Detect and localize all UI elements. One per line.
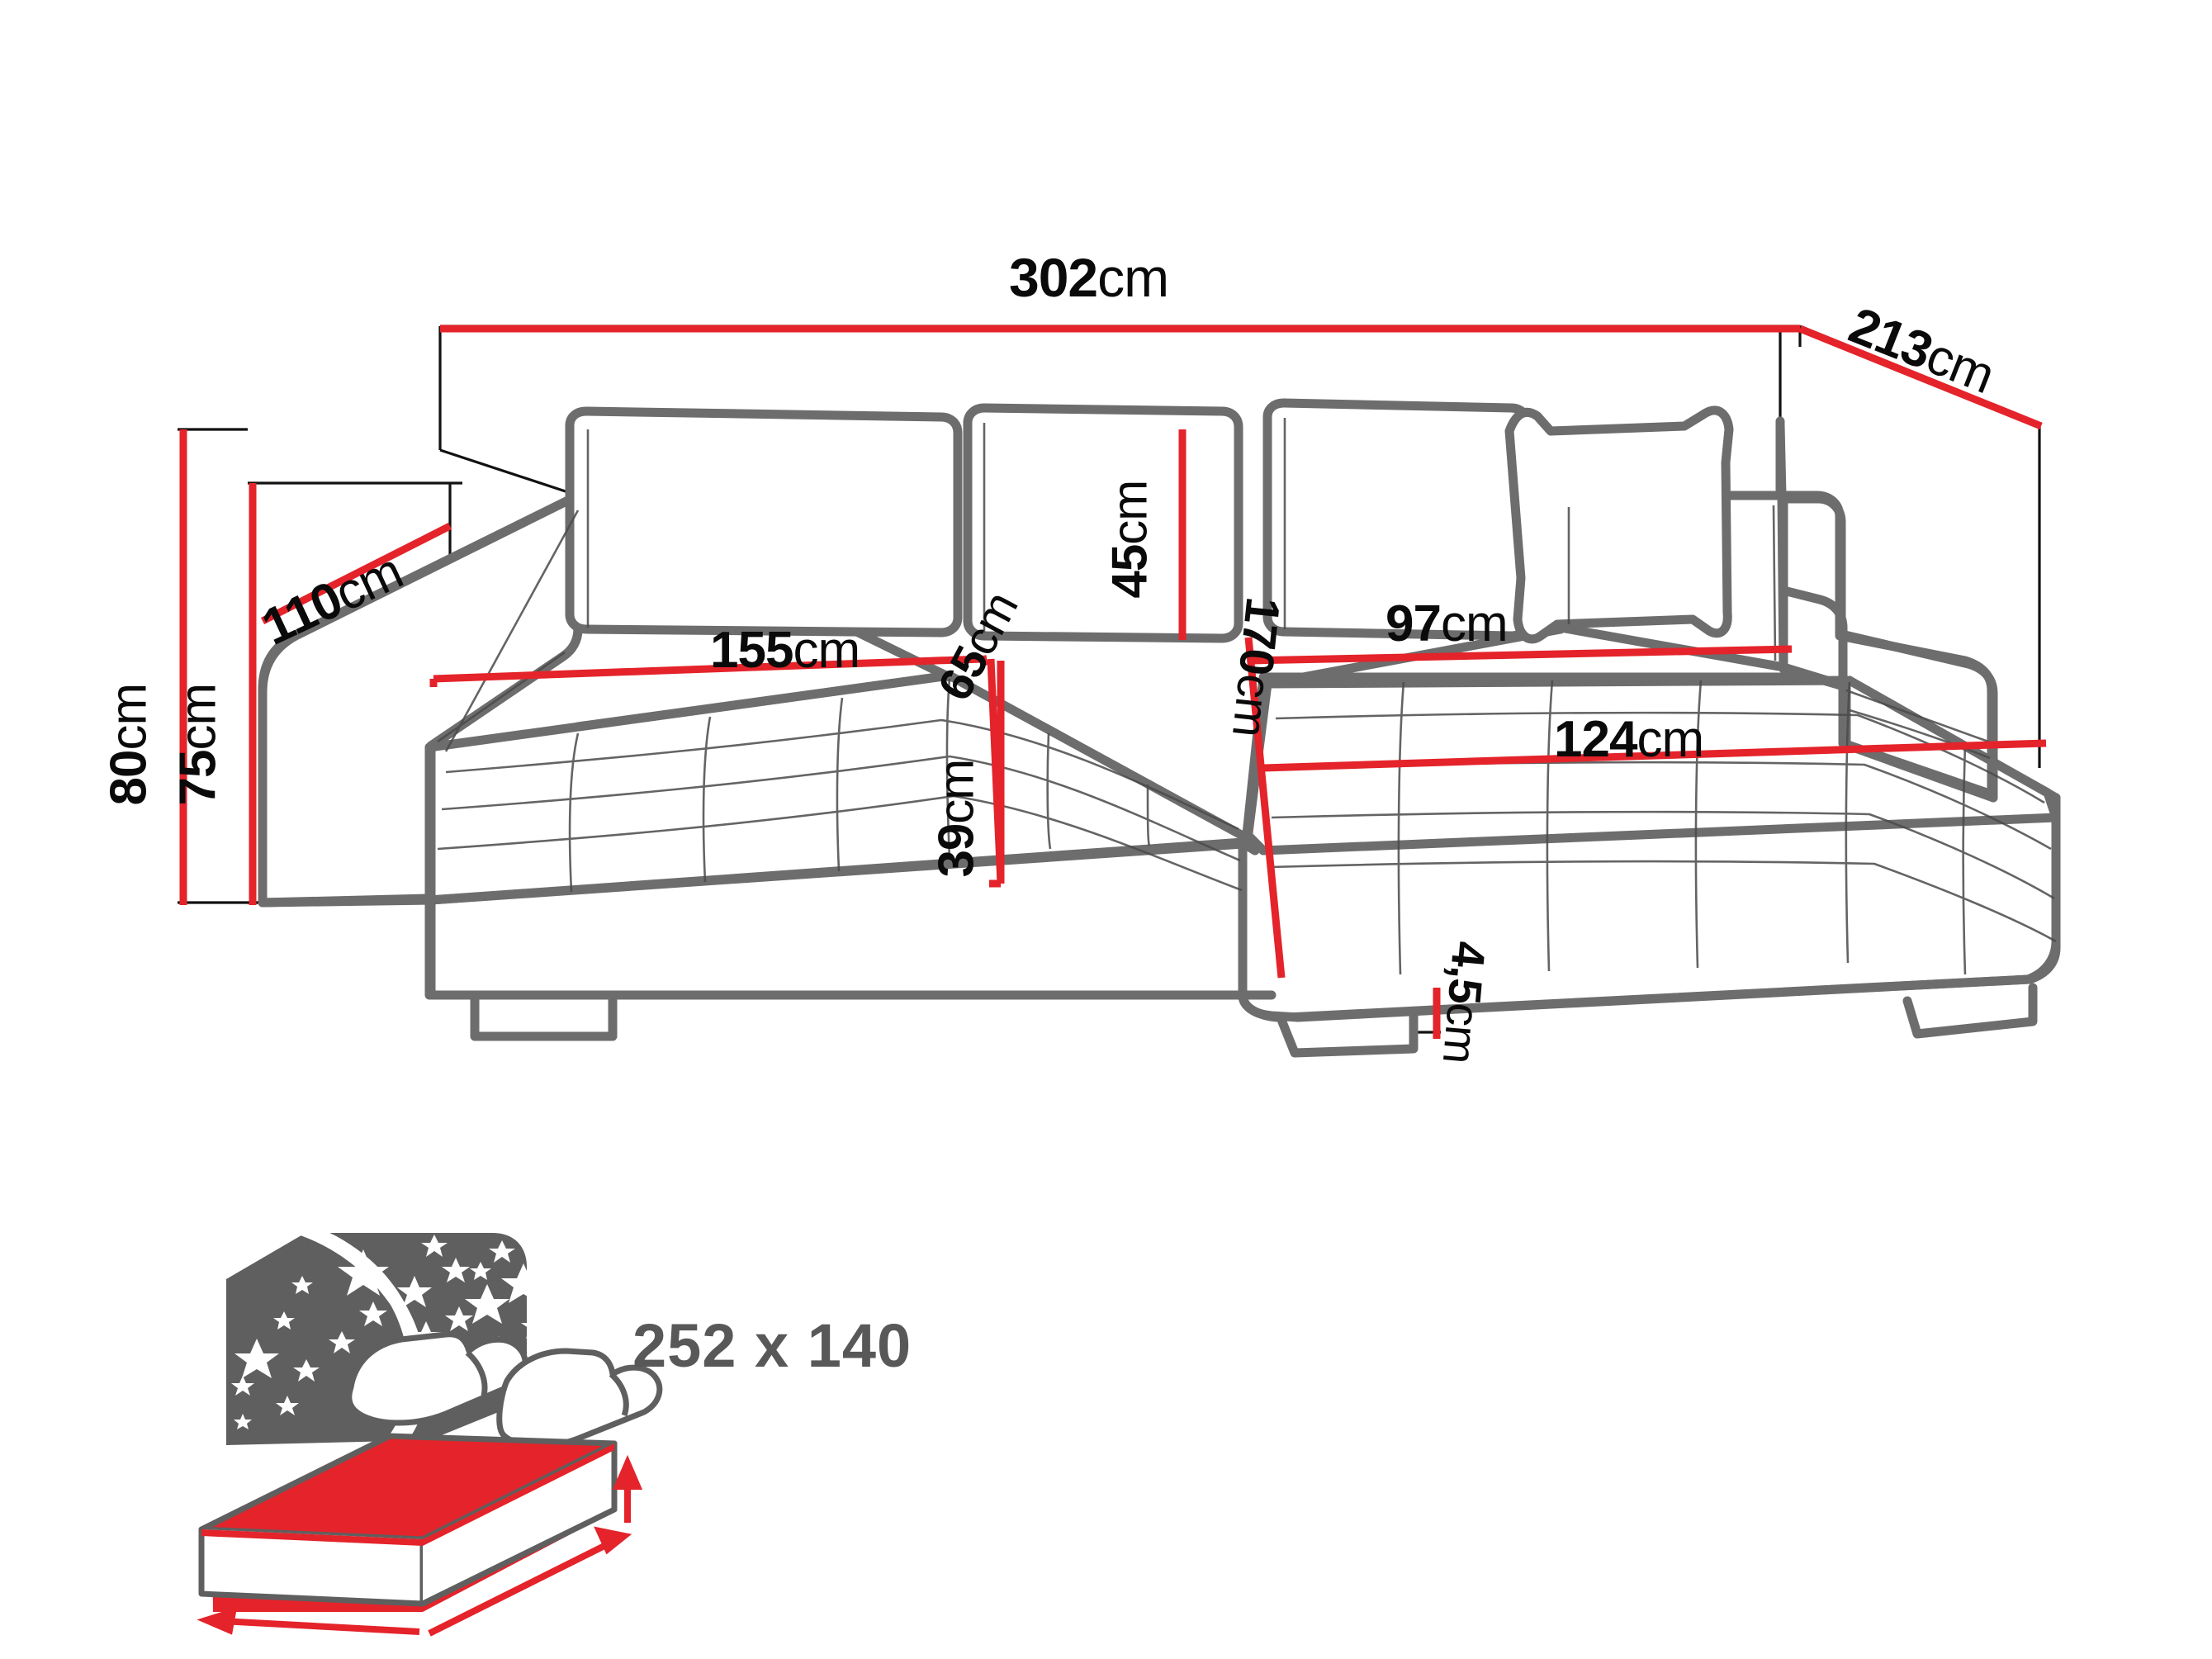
throw-pillow — [1504, 405, 1734, 644]
pillows — [346, 1331, 663, 1449]
back-cushion-left — [565, 406, 963, 638]
leg-chaise-right — [1902, 983, 2038, 1039]
sleeping-area-value: 252 x 140 — [632, 1311, 912, 1380]
dimline-97 — [1250, 645, 1793, 665]
sleeping-area-label: 252 x 140 — [632, 1311, 912, 1381]
label-total-width: 302cm — [1009, 246, 1169, 309]
unit-302: cm — [1097, 247, 1169, 308]
dimension-ticks — [429, 655, 988, 687]
label-chaise-width: 97cm — [1385, 595, 1509, 653]
dimline-155 — [433, 655, 983, 683]
pillow-front-right — [496, 1348, 663, 1449]
mattress-red-edge-right — [423, 1443, 614, 1546]
unit-124: cm — [1637, 711, 1704, 768]
seat-quilting-detail — [437, 418, 2057, 975]
value-124: 124 — [1554, 711, 1637, 768]
dimline-213 — [1798, 325, 2043, 430]
unit-155: cm — [793, 622, 860, 679]
back-cushion-middle — [963, 403, 1243, 643]
dimline-110 — [260, 522, 452, 625]
value-155: 155 — [710, 622, 793, 679]
label-seat-width-main: 155cm — [710, 621, 860, 680]
value-97: 97 — [1385, 595, 1442, 652]
pillow-crease-left — [465, 1350, 488, 1396]
pillow-back-left — [346, 1331, 528, 1426]
mattress-dimension-arrows — [197, 1454, 643, 1637]
mattress-red-edge — [201, 1529, 423, 1546]
value-302: 302 — [1009, 247, 1098, 308]
mattress-body — [198, 1433, 618, 1607]
leg-chaise-left — [1277, 1011, 1419, 1058]
dimline-124 — [1262, 739, 2047, 772]
back-cushions — [565, 398, 1532, 643]
dimension-lines — [179, 325, 2047, 1039]
leg-front-left — [470, 990, 618, 1041]
label-chaise-seat-width: 124cm — [1554, 710, 1704, 769]
pillow-crease-right — [609, 1372, 629, 1417]
dimline-170 — [1244, 637, 1286, 979]
unit-97: cm — [1440, 595, 1509, 652]
